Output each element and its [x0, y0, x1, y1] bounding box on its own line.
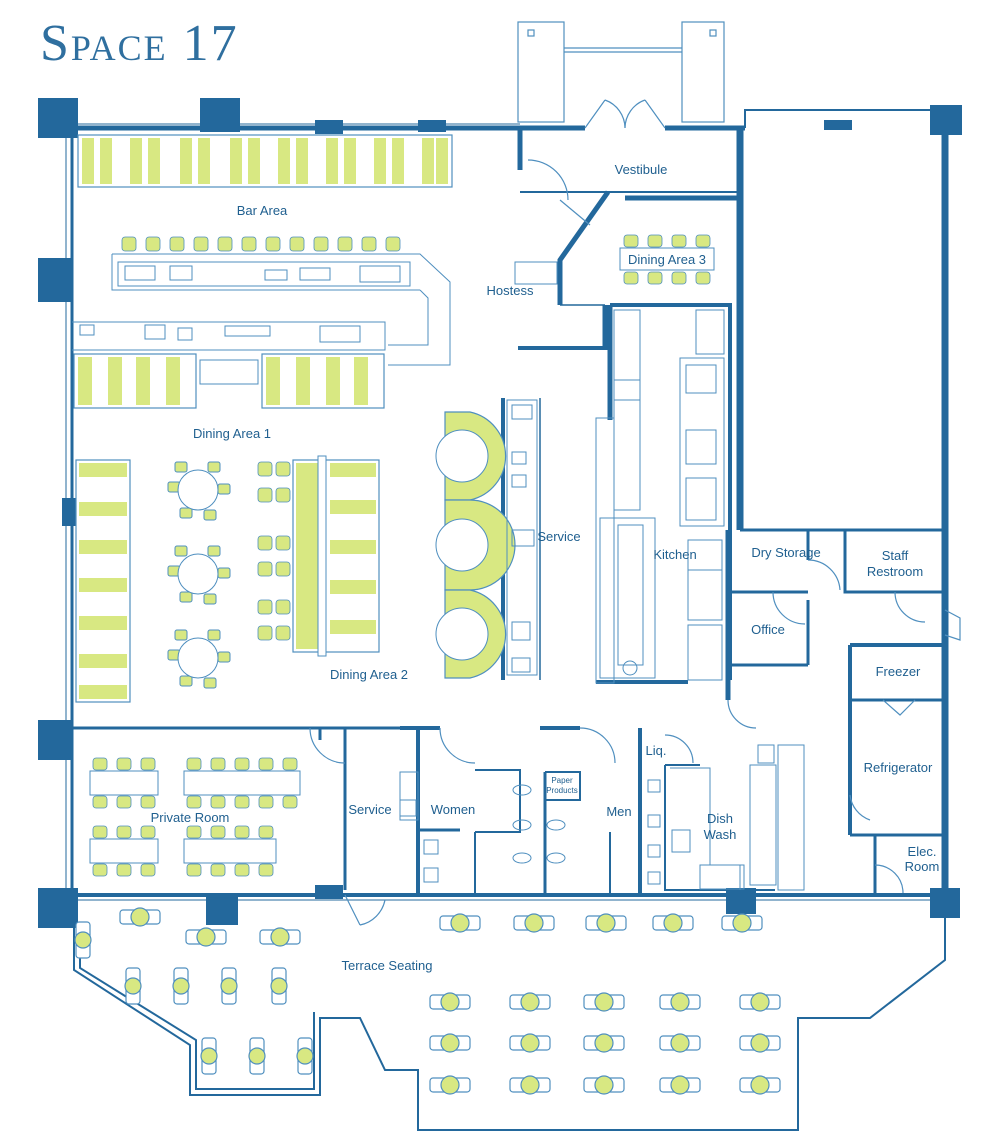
- label-hostess: Hostess: [487, 283, 534, 298]
- round-tables: [167, 461, 231, 689]
- west-banquette: [75, 459, 131, 703]
- entrance-canopy: [517, 21, 725, 123]
- bar-stools: [121, 236, 401, 252]
- label-office: Office: [751, 622, 785, 637]
- service-counter: [506, 399, 538, 676]
- room-labels: Vestibule Bar Area Hostess Dining Area 3…: [151, 162, 940, 973]
- label-vestibule: Vestibule: [615, 162, 668, 177]
- center-booths: [257, 455, 380, 657]
- terrace-tables: [74, 907, 781, 1095]
- hostess-stand: [514, 261, 558, 285]
- terrace-grid: [429, 992, 781, 1095]
- label-refrigerator: Refrigerator: [864, 760, 933, 775]
- label-freezer: Freezer: [876, 664, 921, 679]
- label-private-room: Private Room: [151, 810, 230, 825]
- label-women: Women: [431, 802, 476, 817]
- label-dish-wash-line2: Wash: [704, 827, 737, 842]
- bar-counter: [72, 253, 451, 366]
- dining-3-table: [619, 234, 715, 285]
- dining-1-booths: [73, 353, 385, 409]
- label-dining-area-3: Dining Area 3: [628, 252, 706, 267]
- restroom-fixtures: [399, 771, 661, 885]
- plan-title: Space 17: [40, 15, 239, 72]
- terrace-row-top: [119, 907, 763, 947]
- label-bar-area: Bar Area: [237, 203, 288, 218]
- label-service-main: Service: [537, 529, 580, 544]
- label-elec-room-line1: Elec.: [908, 844, 937, 859]
- label-dining-area-1: Dining Area 1: [193, 426, 271, 441]
- semicircle-booths: [435, 411, 516, 679]
- label-dining-area-2: Dining Area 2: [330, 667, 408, 682]
- private-room-tables: [89, 757, 301, 877]
- label-liq: Liq.: [646, 743, 667, 758]
- label-staff-restroom-line2: Restroom: [867, 564, 923, 579]
- label-dry-storage: Dry Storage: [751, 545, 820, 560]
- bar-booths: [77, 134, 453, 188]
- kitchen-equipment: [595, 309, 725, 684]
- label-dish-wash-line1: Dish: [707, 811, 733, 826]
- label-men: Men: [606, 804, 631, 819]
- label-staff-restroom-line1: Staff: [882, 548, 909, 563]
- door-swings: [309, 99, 961, 926]
- label-service-small: Service: [348, 802, 391, 817]
- dish-wash-equipment: [670, 744, 805, 891]
- label-terrace-seating: Terrace Seating: [341, 958, 432, 973]
- terrace-vertical-tables: [74, 921, 314, 1075]
- exterior-walls: [65, 109, 949, 895]
- label-kitchen: Kitchen: [653, 547, 696, 562]
- terrace-boundary: [73, 918, 946, 1131]
- label-elec-room-line2: Room: [905, 859, 940, 874]
- label-paper-products-line2: Products: [546, 786, 578, 795]
- label-paper-products-line1: Paper: [551, 776, 573, 785]
